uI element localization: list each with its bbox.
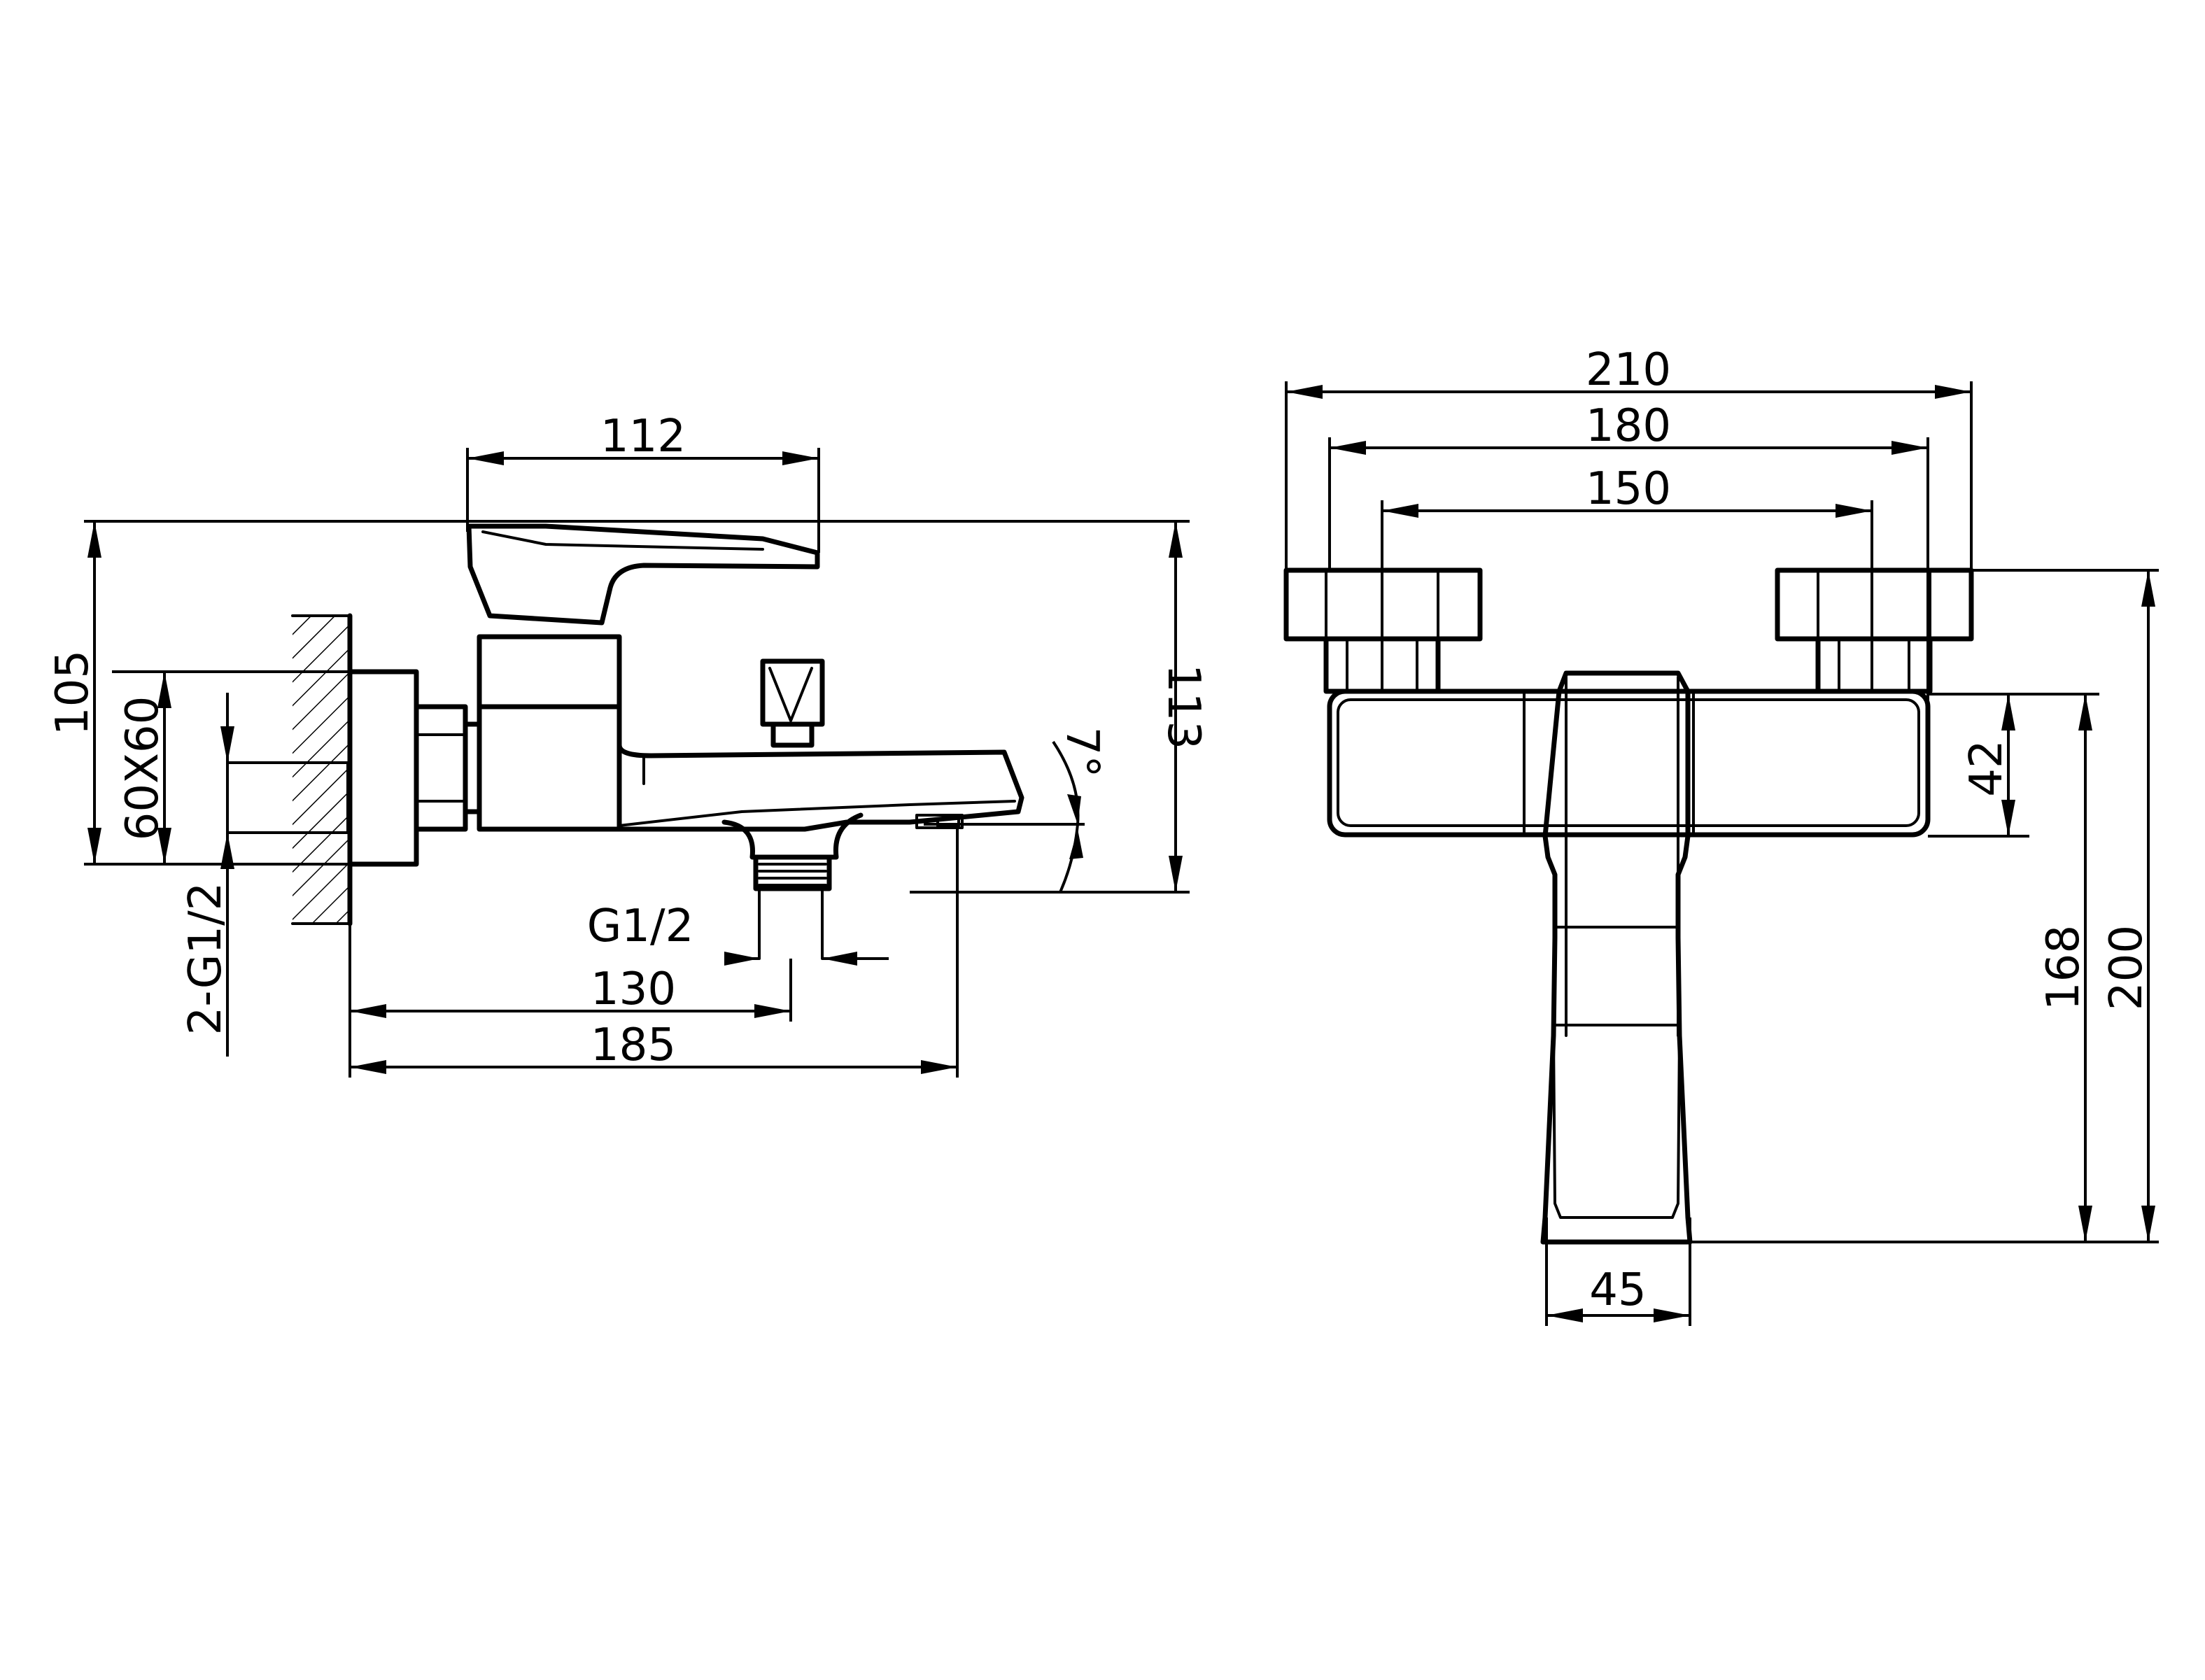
dim-spout-width: 45 — [1545, 1217, 1691, 1326]
dim-total-height-label: 113 — [1157, 664, 1209, 749]
outlet-thread — [721, 812, 864, 960]
dim-outlet-distance: 130 — [348, 864, 792, 1078]
dim-flange-size-label: 60X60 — [117, 696, 169, 841]
dim-handle-length-label: 112 — [600, 411, 686, 463]
dim-body-width-label: 180 — [1586, 400, 1671, 452]
dim-body-height: 42 — [1961, 694, 2015, 836]
dim-spout-angle: 7° — [924, 727, 1108, 893]
dim-outlet-thread-label: G1/2 — [587, 901, 694, 952]
flange — [347, 669, 419, 867]
dim-outlet-thread: G1/2 — [587, 901, 889, 966]
mixer-body — [477, 634, 622, 832]
dim-inlet-centers: 150 — [1381, 463, 1873, 693]
right-nut — [1815, 636, 1933, 694]
dim-inlet-centers-label: 150 — [1586, 463, 1671, 515]
dim-outlet-distance-label: 130 — [591, 963, 676, 1015]
dim-spout-width-label: 45 — [1589, 1264, 1646, 1316]
dim-inlet-thread-label: 2-G1/2 — [180, 882, 232, 1036]
dim-overall-height-label: 200 — [2101, 925, 2153, 1010]
mixer-body-front — [1327, 689, 1931, 838]
dim-total-height: 113 — [1157, 521, 1209, 892]
dim-spout-height-label: 168 — [2038, 925, 2090, 1010]
dim-overall-width: 210 — [1285, 344, 1973, 570]
side-view: 112 105 60X60 2-G1/2 — [47, 411, 1209, 1078]
dim-handle-length: 112 — [466, 411, 820, 553]
diverter-knob — [760, 658, 825, 748]
right-flange — [1775, 567, 1974, 642]
dim-body-height-label: 42 — [1961, 740, 2013, 796]
front-view: 210 180 150 42 — [1283, 344, 2159, 1326]
dim-body-width: 180 — [1328, 400, 1929, 703]
dim-spout-angle-label: 7° — [1056, 727, 1108, 778]
dim-overall-height: 200 — [2101, 570, 2155, 1242]
dim-projection: 185 — [350, 829, 959, 1078]
spout-front — [1540, 670, 1693, 1245]
dim-overall-width-label: 210 — [1586, 344, 1671, 396]
dim-wall-height-label: 105 — [47, 650, 99, 735]
dim-projection-label: 185 — [591, 1019, 676, 1071]
dim-spout-height: 168 — [2038, 694, 2092, 1242]
dim-flange-size: 60X60 — [112, 670, 392, 866]
lever-handle — [466, 523, 820, 626]
dim-wall-height: 105 — [47, 521, 101, 864]
spout — [617, 742, 1024, 832]
hex-nut — [414, 704, 468, 832]
dim-inlet-thread: 2-G1/2 — [180, 693, 234, 1057]
wall-section — [291, 613, 353, 926]
